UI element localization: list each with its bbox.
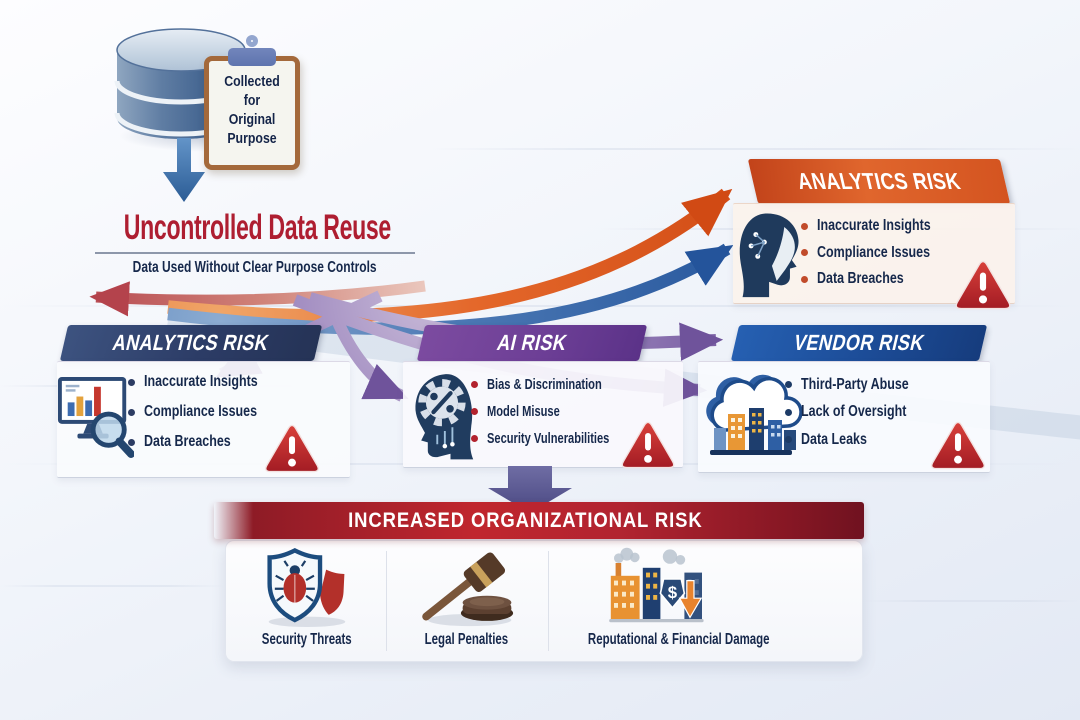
outcome-panel: Security Threats Legal Penalties: [225, 540, 863, 662]
page-subtitle: Data Used Without Clear Purpose Controls: [133, 259, 377, 276]
risk-item: Compliance Issues: [128, 397, 290, 427]
gavel-icon: [389, 545, 544, 627]
outcome-label: Security Threats: [262, 631, 352, 648]
clipboard-icon: Collected for Original Purpose: [204, 35, 300, 170]
panel-divider: [386, 551, 387, 651]
outcome-label: Reputational & Financial Damage: [587, 631, 770, 648]
vendor-cloud-icon: [706, 374, 802, 455]
risk-item: Compliance Issues: [801, 240, 963, 267]
page-title: Uncontrolled Data Reuse: [123, 208, 391, 247]
outcome-banner: INCREASED ORGANIZATIONAL RISK: [214, 502, 864, 539]
background-line: [865, 600, 1080, 602]
warning-icon: [620, 420, 676, 469]
clipboard-ring: [246, 35, 258, 47]
down-arrow-outcome-icon: [488, 466, 572, 513]
risk-item: Data Leaks: [785, 426, 939, 454]
vendor-risk-banner: VENDOR RISK: [730, 325, 988, 361]
risk-item: Bias & Discrimination: [471, 371, 652, 398]
background-line: [0, 305, 1080, 307]
analytics-top-items: Inaccurate Insights Compliance Issues Da…: [801, 213, 963, 293]
title-divider: [95, 252, 415, 254]
headline-block: Uncontrolled Data Reuse Data Used Withou…: [55, 210, 455, 277]
analytics-monitor-icon: [57, 377, 134, 458]
ai-risk-banner: AI RISK: [416, 325, 648, 361]
warning-icon: [929, 420, 987, 470]
risk-item: Data Breaches: [801, 266, 963, 293]
risk-item: Inaccurate Insights: [128, 367, 290, 397]
risk-item: Data Breaches: [128, 427, 290, 457]
ai-gear-head-icon: [415, 374, 474, 460]
shield-bug-icon: [231, 545, 383, 627]
risk-item: Lack of Oversight: [785, 399, 939, 427]
background-line: [0, 585, 225, 587]
clipboard-clip: [228, 48, 276, 66]
outcome-item-reputation: $ Reputational & Financial Damage: [556, 545, 770, 657]
analytics-top-banner: ANALYTICS RISK: [747, 159, 1011, 204]
warning-icon: [953, 259, 1013, 310]
down-arrow-icon: [163, 138, 205, 202]
outcome-item-legal: Legal Penalties: [389, 545, 544, 657]
risk-item: Inaccurate Insights: [801, 213, 963, 240]
clipboard-note: Collected for Original Purpose: [224, 74, 280, 148]
outcome-label: Legal Penalties: [424, 631, 509, 648]
svg-text:$: $: [668, 583, 678, 602]
analytics-left-banner: ANALYTICS RISK: [59, 325, 323, 361]
financial-damage-icon: $: [556, 545, 756, 627]
vendor-risk-items: Third-Party Abuse Lack of Oversight Data…: [785, 371, 939, 454]
outcome-item-security: Security Threats: [231, 545, 383, 657]
warning-icon: [263, 423, 321, 473]
arrow-to-analytics-top-icon: [167, 243, 734, 335]
risk-item: Model Misuse: [471, 398, 652, 425]
ai-head-icon: [739, 213, 799, 298]
risk-item: Third-Party Abuse: [785, 371, 939, 399]
risk-item: Security Vulnerabilities: [471, 425, 652, 452]
panel-divider: [548, 551, 549, 651]
background-line: [430, 148, 1080, 150]
arrow-to-analytics-top: [167, 188, 733, 323]
ai-risk-items: Bias & Discrimination Model Misuse Secur…: [471, 371, 652, 452]
